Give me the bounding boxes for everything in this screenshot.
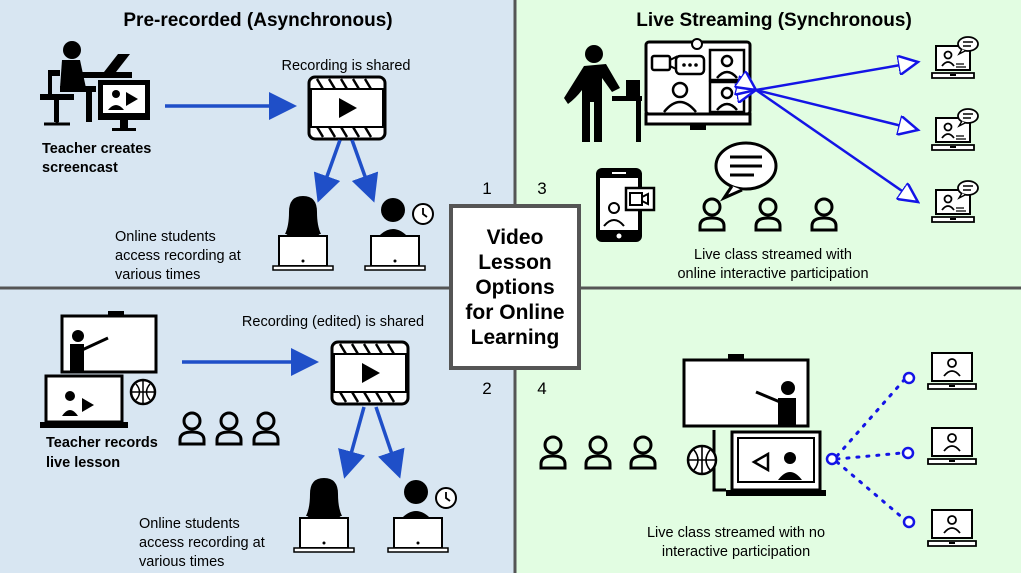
center-line-4: for Online	[465, 301, 564, 324]
q3-caption-line1: Live class streamed with	[694, 247, 852, 263]
q1-student-female-laptop-icon	[272, 196, 334, 271]
q2-arrow-student-2	[374, 406, 405, 479]
q3-caption-line2: online interactive participation	[677, 266, 868, 282]
quadrant-3-number: 3	[537, 179, 546, 198]
q2-video-icon	[330, 340, 410, 406]
q4-remote-student-1-icon	[927, 352, 977, 390]
q2-teacher-label-line1: Teacher records	[46, 435, 158, 451]
q1-caption: Recording is shared	[282, 58, 411, 74]
quadrant-1-title: Pre-recorded (Asynchronous)	[123, 10, 392, 31]
q2-caption: Recording (edited) is shared	[242, 314, 424, 330]
teacher-screencast-icon	[40, 41, 150, 131]
q2-students-label-line3: various times	[139, 554, 224, 570]
q1-arrow-student-1	[313, 139, 342, 203]
q4-caption-line2: interactive participation	[662, 544, 810, 560]
quadrant-4-number: 4	[537, 379, 546, 398]
center-line-5: Learning	[471, 326, 560, 349]
q4-caption-line1: Live class streamed with no	[647, 525, 825, 541]
center-line-3: Options	[475, 276, 554, 299]
center-line-2: Lesson	[478, 251, 552, 274]
q1-arrow-student-2	[350, 139, 379, 203]
center-title-box: Video Lesson Options for Online Learning	[449, 204, 581, 370]
center-line-1: Video	[487, 226, 544, 249]
teacher-live-lesson-icon	[40, 311, 158, 428]
quadrant-1-background	[0, 0, 515, 288]
q1-teacher-label-line1: Teacher creates	[42, 141, 151, 157]
q1-students-label-line1: Online students	[115, 229, 216, 245]
quadrant-2-number: 2	[482, 379, 491, 398]
q1-student-male-clock-icon	[364, 198, 434, 271]
q2-arrow-student-1	[338, 406, 366, 479]
quadrant-3-background	[515, 0, 1021, 288]
q2-teacher-label-line2: live lesson	[46, 455, 120, 471]
phone-video-call-icon	[596, 168, 656, 242]
q3-stream-arrows	[756, 62, 918, 202]
q1-students-label-line3: various times	[115, 267, 200, 283]
q2-student-male-clock-icon	[387, 480, 457, 553]
q4-remote-student-3-icon	[927, 509, 977, 547]
quadrant-3-title: Live Streaming (Synchronous)	[636, 10, 912, 31]
quadrant-1-number: 1	[482, 179, 491, 198]
q4-remote-student-2-icon	[927, 427, 977, 465]
q1-teacher-label-line2: screencast	[42, 160, 118, 176]
teacher-broadcast-icon	[682, 354, 826, 496]
q2-student-female-laptop-icon	[293, 478, 355, 553]
q2-students-label-line2: access recording at	[139, 535, 265, 551]
q1-video-icon	[307, 75, 387, 141]
q4-broadcast-lines	[825, 371, 916, 529]
q2-students-label-line1: Online students	[139, 516, 240, 532]
q1-students-label-line2: access recording at	[115, 248, 241, 264]
